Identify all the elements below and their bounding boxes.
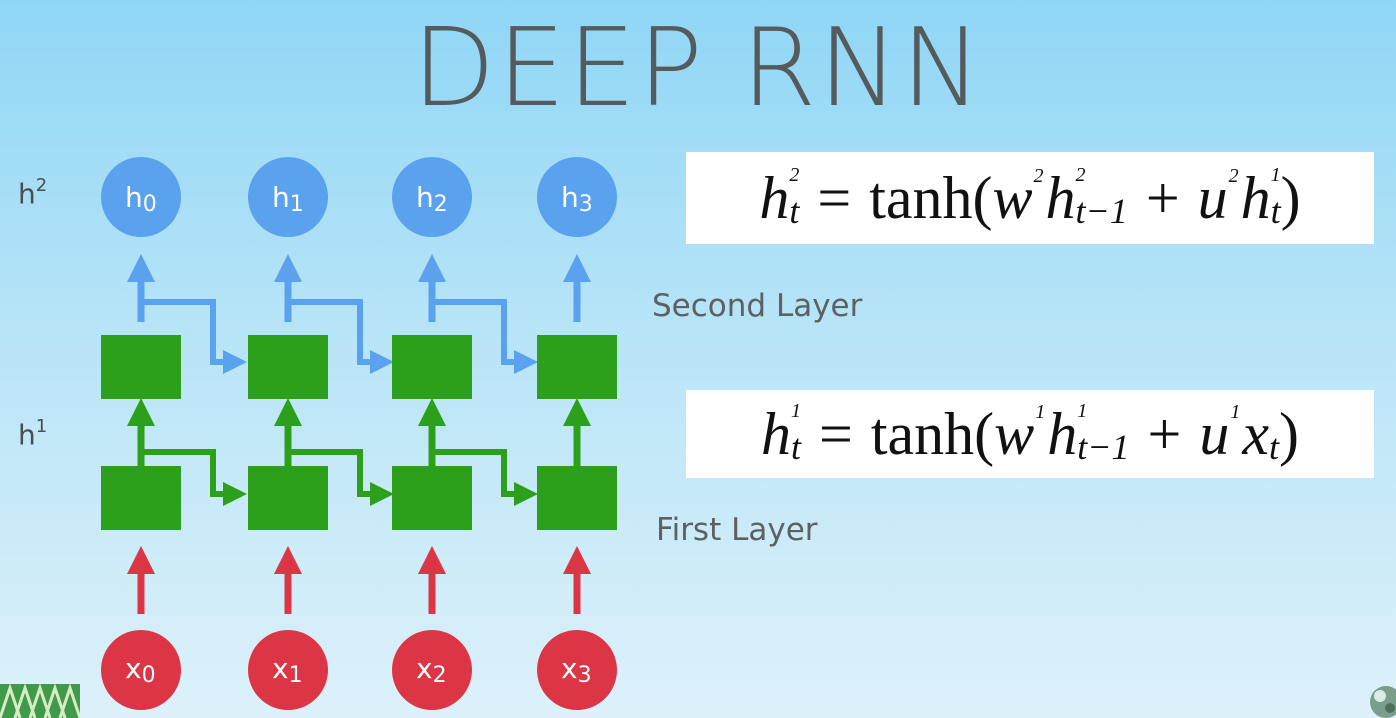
output-node bbox=[392, 157, 472, 237]
hidden-cell-layer1 bbox=[392, 466, 472, 530]
recurrent-arrow-layer2 bbox=[141, 299, 247, 374]
corner-pattern-right bbox=[1370, 686, 1396, 718]
recurrent-arrow-layer1 bbox=[288, 449, 394, 506]
hidden-cell-layer1 bbox=[537, 466, 617, 530]
hidden-cells bbox=[101, 335, 617, 530]
first-layer-label: First Layer bbox=[656, 512, 818, 548]
input-node-label: x0 bbox=[125, 652, 156, 688]
hidden-cell-layer2 bbox=[537, 335, 617, 399]
input-node bbox=[101, 630, 181, 710]
hidden-cell-layer2 bbox=[248, 335, 328, 399]
recurrent-arrow-layer2 bbox=[432, 299, 538, 374]
slide-title: DEEP RNN bbox=[412, 6, 984, 131]
hidden-cell-layer2 bbox=[101, 335, 181, 399]
recurrent-arrow-layer2 bbox=[288, 299, 394, 374]
corner-pattern-left bbox=[0, 684, 80, 718]
connection-arrows bbox=[127, 254, 591, 614]
output-node bbox=[248, 157, 328, 237]
hidden-cell-layer2 bbox=[392, 335, 472, 399]
output-node bbox=[537, 157, 617, 237]
hidden-cell-layer1 bbox=[101, 466, 181, 530]
input-node bbox=[392, 630, 472, 710]
hidden-cell-layer1 bbox=[248, 466, 328, 530]
h2-side-label: h2 bbox=[18, 175, 48, 211]
output-node bbox=[101, 157, 181, 237]
second-layer-label: Second Layer bbox=[652, 288, 863, 324]
output-node-label: h3 bbox=[561, 181, 593, 217]
input-node bbox=[248, 630, 328, 710]
h1-side-label: h1 bbox=[18, 416, 48, 452]
recurrent-arrow-layer1 bbox=[141, 449, 247, 506]
input-node bbox=[537, 630, 617, 710]
recurrent-arrow-layer1 bbox=[432, 449, 538, 506]
